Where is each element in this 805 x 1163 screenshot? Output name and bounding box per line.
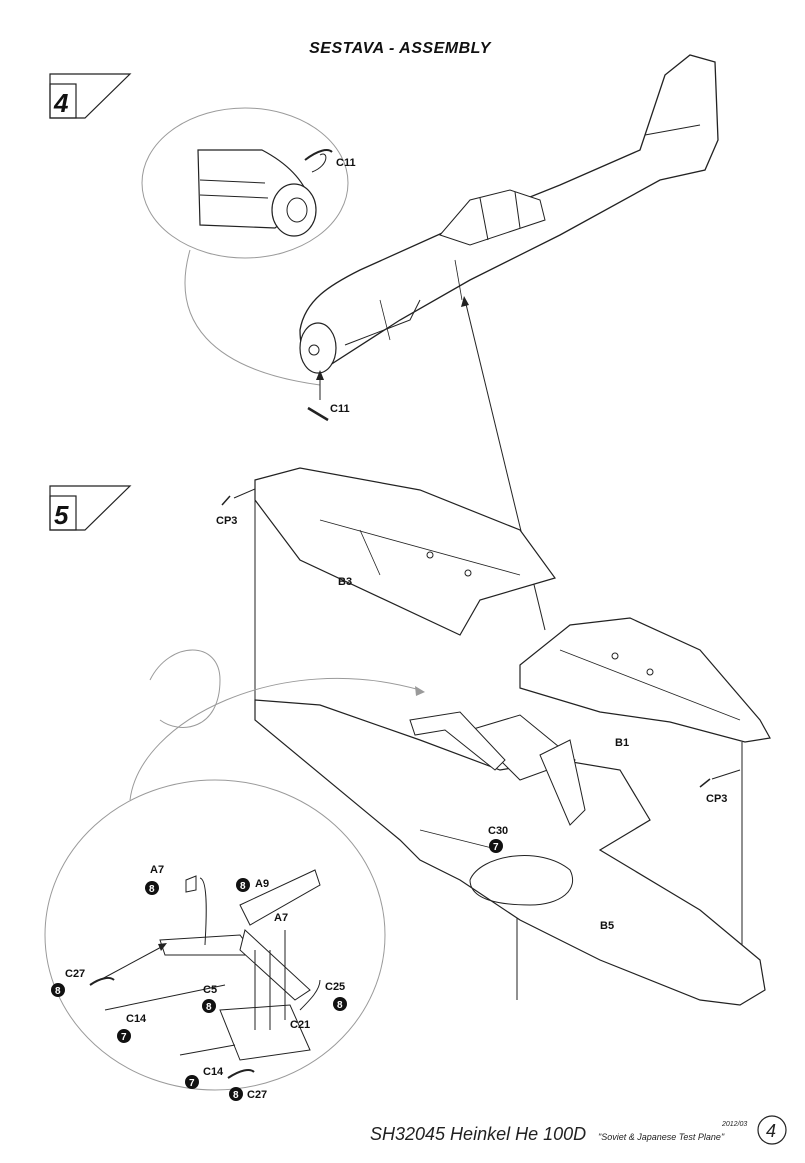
svg-text:8: 8 [149,884,155,895]
svg-text:8: 8 [55,986,61,997]
label-a7-mid: A7 [274,912,288,924]
label-c30: C30 [488,825,508,837]
paint-badge-c27-left: 8 [51,983,65,997]
paint-badge-a7-top: 8 [145,881,159,895]
paint-badge-c14-left: 7 [117,1029,131,1043]
paint-badge-c5: 8 [202,999,216,1013]
label-c27-left: C27 [65,968,85,980]
step-5-number: 5 [54,500,69,530]
svg-text:8: 8 [206,1002,212,1013]
svg-text:8: 8 [233,1090,239,1101]
step-4-number: 4 [53,88,69,118]
label-c14-left: C14 [126,1013,147,1025]
svg-text:7: 7 [121,1032,127,1043]
label-cp3-left: CP3 [216,515,237,527]
label-c27-bottom: C27 [247,1089,267,1101]
paint-badge-c27-bottom: 8 [229,1087,243,1101]
label-a7-top: A7 [150,864,164,876]
label-a9: A9 [255,878,269,890]
landing-gear-bay-detail [89,869,321,1079]
label-cp3-right: CP3 [706,793,727,805]
label-b3: B3 [338,576,352,588]
step-5-marker: 5 [49,485,132,531]
svg-text:7: 7 [493,842,499,853]
engine-nose-detail-bubble [141,107,349,386]
gear-bay-assembly [409,711,586,826]
footer: SH32045 Heinkel He 100D "Soviet & Japane… [370,1115,787,1145]
label-c11-bottom: C11 [330,403,350,415]
paint-badge-a9: 8 [236,878,250,892]
svg-text:7: 7 [189,1078,195,1089]
label-c11-detail: C11 [336,157,356,169]
wing-b3-drawing [254,467,556,636]
footer-product: SH32045 Heinkel He 100D [370,1124,586,1144]
svg-text:8: 8 [240,881,246,892]
svg-text:8: 8 [337,1000,343,1011]
paint-badge-c30: 7 [489,839,503,853]
page-number-circle [757,1115,787,1145]
step-4-marker: 4 [49,73,132,119]
paint-badge-c25: 8 [333,997,347,1011]
page-number: 4 [766,1121,776,1141]
label-b5: B5 [600,920,614,932]
footer-date: 2012/03 [721,1121,747,1128]
wing-b1-drawing [519,617,771,743]
label-c5: C5 [203,984,217,996]
label-b1: B1 [615,737,629,749]
label-c21: C21 [290,1019,310,1031]
footer-subtitle: "Soviet & Japanese Test Plane" [598,1132,725,1142]
fuselage-drawing [299,54,719,374]
label-c25: C25 [325,981,345,993]
label-c14-bottom: C14 [203,1066,224,1078]
page-title: SESTAVA - ASSEMBLY [309,40,491,57]
paint-badge-c14-bottom: 7 [185,1075,199,1089]
